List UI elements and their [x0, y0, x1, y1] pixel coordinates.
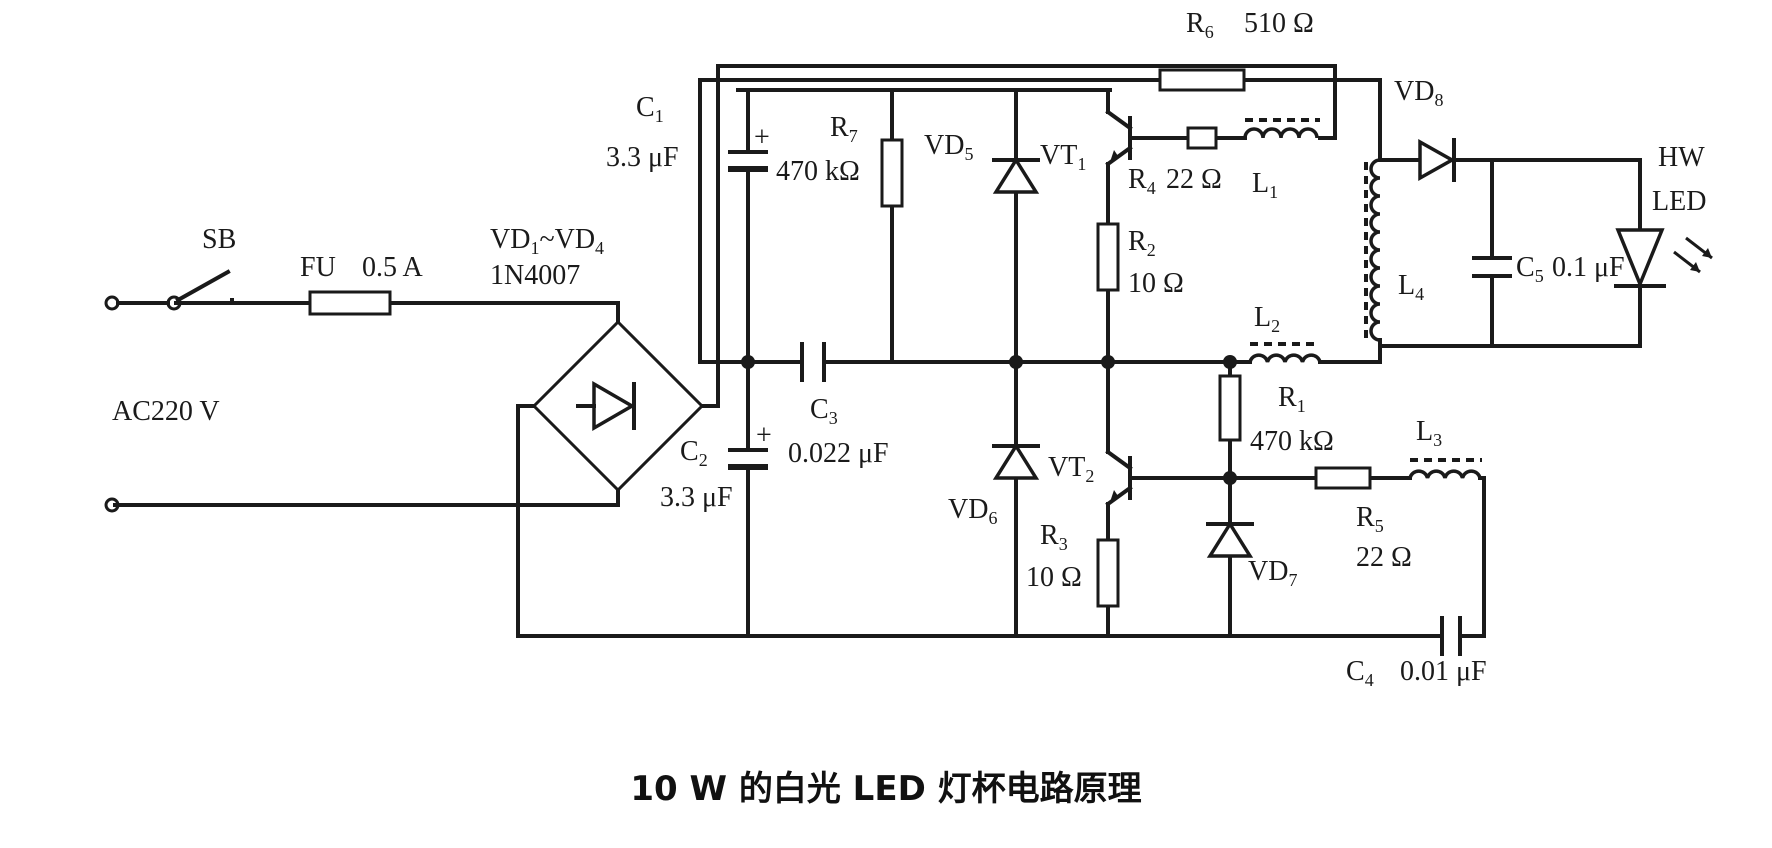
label-vd7: VD7 [1248, 556, 1297, 590]
label-vd6: VD6 [948, 494, 997, 528]
inductor-l2 [1248, 342, 1322, 363]
figure-caption: 10 W 的白光 LED 灯杯电路原理 [630, 769, 1141, 809]
label-c4: C4 [1346, 656, 1374, 690]
wires [113, 64, 1642, 638]
resistor-r7-icon [880, 138, 904, 208]
diode-vd8 [1418, 138, 1456, 182]
label-bridge: VD1~VD4 [490, 224, 604, 258]
label-c1-plus: + [754, 122, 770, 153]
label-fu-rating: 0.5 A [362, 252, 423, 283]
diode-vd6 [992, 442, 1040, 480]
label-r5: R5 [1356, 502, 1384, 536]
resistor-r2-icon [1096, 222, 1120, 292]
junction-dot [1223, 471, 1237, 485]
capacitor-c4 [1440, 616, 1462, 656]
diode-vd5 [992, 156, 1040, 194]
label-ac: AC220 V [112, 396, 220, 427]
label-r6-value: 510 Ω [1244, 8, 1314, 39]
junction-dot [1009, 355, 1023, 369]
transistor-vt1 [1105, 109, 1148, 167]
label-r1-value: 470 kΩ [1250, 426, 1334, 457]
fuse-icon [308, 290, 392, 316]
transistor-vt2 [1105, 449, 1148, 507]
label-bridge-part: 1N4007 [490, 260, 580, 291]
label-l2: L2 [1254, 302, 1280, 336]
label-c1-value: 3.3 μF [606, 142, 679, 173]
capacitor-c1 [728, 150, 768, 172]
bridge-rectifier [531, 319, 705, 493]
capacitor-c5 [1472, 256, 1512, 278]
label-r1: R1 [1278, 382, 1306, 416]
terminal-icon [104, 497, 120, 513]
label-c5-value: 0.1 μF [1552, 252, 1625, 283]
capacitor-c2 [728, 448, 768, 470]
resistor-r3-icon [1096, 538, 1120, 608]
label-c4-value: 0.01 μF [1400, 656, 1487, 687]
label-r5-value: 22 Ω [1356, 542, 1412, 573]
inductor-l4 [1364, 158, 1381, 342]
label-c1: C1 [636, 92, 664, 126]
label-r7: R7 [830, 112, 858, 146]
label-c5: C5 [1516, 252, 1544, 286]
terminal-icon [166, 295, 182, 311]
label-led-hw: HW [1658, 142, 1705, 173]
label-sb: SB [202, 224, 236, 255]
label-led: LED [1652, 186, 1706, 217]
label-vt1: VT1 [1040, 140, 1086, 174]
label-r7-value: 470 kΩ [776, 156, 860, 187]
label-vd8: VD8 [1394, 76, 1443, 110]
label-r2-value: 10 Ω [1128, 268, 1184, 299]
inductor-l1 [1243, 118, 1320, 139]
led-hw [1614, 228, 1713, 289]
label-r4-value: 22 Ω [1166, 164, 1222, 195]
label-c3-value: 0.022 μF [788, 438, 889, 469]
diode-vd7 [1206, 520, 1254, 558]
resistor-r4-icon [1186, 126, 1218, 150]
label-c3: C3 [810, 394, 838, 428]
label-c2-value: 3.3 μF [660, 482, 733, 513]
component-labels: SB FU 0.5 A AC220 V VD1~VD4 1N4007 C1 3.… [112, 8, 1706, 690]
label-r3: R3 [1040, 520, 1068, 554]
label-l1: L1 [1252, 168, 1278, 202]
label-vt2: VT2 [1048, 452, 1094, 486]
label-c2: C2 [680, 436, 708, 470]
label-vd5: VD5 [924, 130, 973, 164]
resistor-r5-icon [1314, 466, 1372, 490]
inductor-l3 [1408, 458, 1482, 479]
label-l3: L3 [1416, 416, 1442, 450]
input-terminals [104, 269, 231, 513]
label-l4: L4 [1398, 270, 1424, 304]
junction-dot [741, 355, 755, 369]
junction-dots [741, 355, 1237, 485]
junction-dot [1101, 355, 1115, 369]
label-r3-value: 10 Ω [1026, 562, 1082, 593]
label-c2-plus: + [756, 420, 772, 451]
label-r2: R2 [1128, 226, 1156, 260]
switch-lever-icon [175, 269, 231, 303]
resistor-r1-icon [1218, 374, 1242, 442]
capacitor-c3 [800, 342, 826, 382]
resistor-r6-icon [1158, 68, 1246, 92]
label-r4: R4 [1128, 164, 1156, 198]
label-fu: FU [300, 252, 336, 283]
label-r6: R6 [1186, 8, 1214, 42]
junction-dot [1223, 355, 1237, 369]
